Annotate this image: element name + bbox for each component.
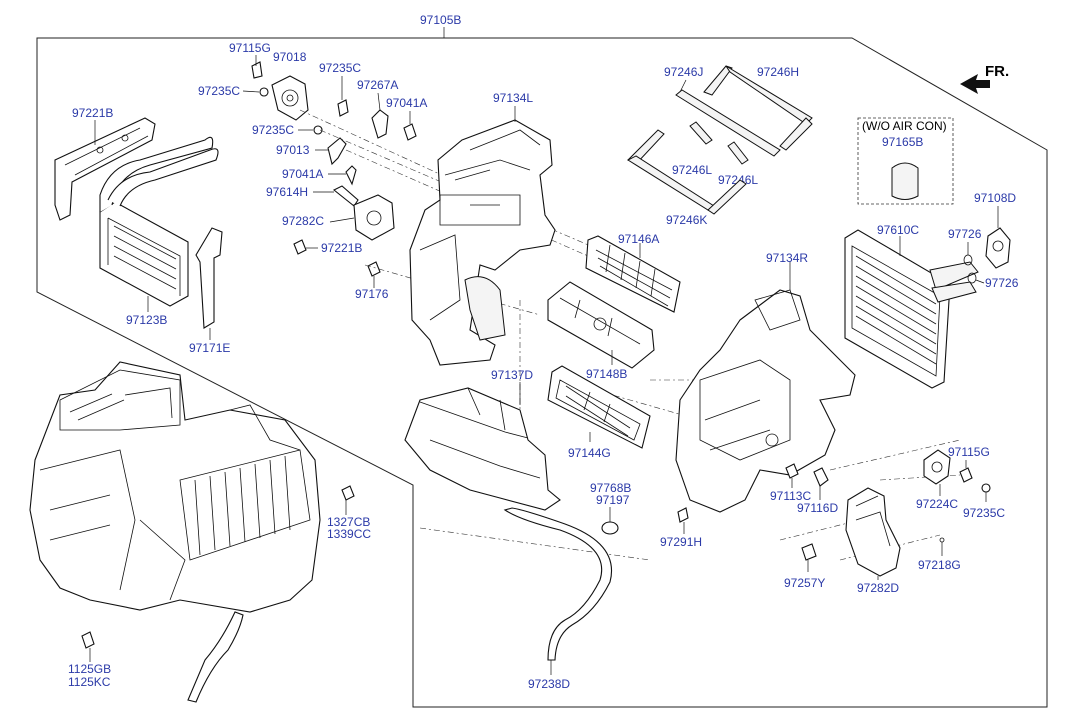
label-97041A-2: 97041A bbox=[282, 167, 323, 181]
oring-97726-2 bbox=[967, 272, 977, 284]
actuator-cover-97282D bbox=[845, 487, 901, 577]
pipe-bracket-97171E bbox=[195, 227, 223, 329]
drain-hose-97238D bbox=[503, 507, 612, 661]
label-97610C: 97610C bbox=[877, 223, 919, 237]
front-direction-arrow-icon bbox=[960, 74, 990, 94]
sensor-97614H bbox=[332, 185, 359, 207]
label-97116D: 97116D bbox=[797, 501, 838, 515]
pin-97218G bbox=[939, 537, 945, 543]
screw-97115G bbox=[251, 61, 263, 79]
no-aircon-box bbox=[857, 117, 954, 205]
heater-pipe-bracket-97221B bbox=[54, 117, 156, 221]
front-direction-label: FR. bbox=[985, 63, 1009, 80]
label-97221B-top: 97221B bbox=[72, 106, 113, 120]
label-97041A-1: 97041A bbox=[386, 96, 427, 110]
label-97221B-2: 97221B bbox=[321, 241, 362, 255]
label-97218G: 97218G bbox=[918, 558, 961, 572]
label-97105B: 97105B bbox=[420, 13, 461, 27]
label-97171E: 97171E bbox=[189, 341, 230, 355]
label-97148B: 97148B bbox=[586, 367, 627, 381]
label-97013: 97013 bbox=[276, 143, 310, 157]
label-97018: 97018 bbox=[273, 50, 307, 64]
label-97246K: 97246K bbox=[666, 213, 707, 227]
label-97176: 97176 bbox=[355, 287, 389, 301]
label-97235C-right: 97235C bbox=[963, 506, 1005, 520]
actuator-97224C bbox=[923, 449, 951, 485]
label-97146A: 97146A bbox=[618, 232, 659, 246]
screw-97221B bbox=[293, 239, 307, 255]
label-97726-2: 97726 bbox=[985, 276, 1019, 290]
label-97768B: 97768B bbox=[590, 481, 631, 495]
plug-97165B bbox=[891, 162, 919, 200]
filter-97144G bbox=[547, 365, 651, 449]
label-97137D: 97137D bbox=[491, 368, 533, 382]
label-97246H: 97246H bbox=[757, 65, 799, 79]
bolt-1125GB bbox=[81, 631, 95, 649]
label-1125GB: 1125GB bbox=[68, 662, 111, 676]
screw-97257Y bbox=[801, 543, 817, 561]
label-97726-1: 97726 bbox=[948, 227, 982, 241]
sensor-97116D bbox=[813, 467, 829, 487]
clip-97235C-3 bbox=[313, 125, 323, 135]
gasket-97108D bbox=[985, 227, 1011, 269]
label-97115G-right: 97115G bbox=[948, 445, 990, 459]
label-97282C: 97282C bbox=[282, 214, 324, 228]
heater-core-97123B bbox=[99, 136, 219, 307]
filter-seals-97246L bbox=[689, 121, 749, 165]
label-1339CC: 1339CC bbox=[327, 527, 371, 541]
label-97235C-2: 97235C bbox=[319, 61, 361, 75]
screw-97115G-right bbox=[959, 467, 973, 483]
arm-97013 bbox=[327, 137, 347, 166]
clip-97235C-2 bbox=[337, 99, 349, 117]
lever-97267A bbox=[371, 109, 389, 139]
label-97267A: 97267A bbox=[357, 78, 398, 92]
label-97108D: 97108D bbox=[974, 191, 1016, 205]
clip-97235C-right bbox=[981, 483, 991, 493]
clip-97235C-1 bbox=[259, 87, 269, 97]
clip-97291H bbox=[677, 507, 689, 523]
label-1125KC: 1125KC bbox=[68, 675, 111, 689]
label-97246L-2: 97246L bbox=[718, 173, 758, 187]
case-left-97134L bbox=[409, 119, 556, 366]
filter-97146A bbox=[585, 235, 681, 313]
label-97282D: 97282D bbox=[857, 581, 899, 595]
actuator-97282C bbox=[353, 194, 395, 241]
label-97235C-3: 97235C bbox=[252, 123, 294, 137]
label-97113C: 97113C bbox=[770, 489, 811, 503]
label-97224C: 97224C bbox=[916, 497, 958, 511]
sensor-97113C bbox=[785, 463, 799, 479]
rod-97041A-1 bbox=[403, 123, 417, 141]
label-97614H: 97614H bbox=[266, 185, 308, 199]
evaporator-97610C bbox=[844, 229, 979, 389]
label-97115G-top: 97115G bbox=[229, 41, 271, 55]
filter-seal-97246K bbox=[626, 129, 747, 215]
label-97134L: 97134L bbox=[493, 91, 533, 105]
label-97246L-1: 97246L bbox=[672, 163, 712, 177]
label-97165B: 97165B bbox=[882, 135, 923, 149]
assembled-hvac-unit bbox=[29, 361, 321, 613]
case-right-97134R bbox=[675, 289, 856, 513]
label-97134R: 97134R bbox=[766, 251, 808, 265]
clip-97176 bbox=[367, 261, 381, 277]
label-97257Y: 97257Y bbox=[784, 576, 825, 590]
nut-1327CB bbox=[341, 485, 355, 501]
drain-tube bbox=[187, 611, 244, 703]
label-97291H: 97291H bbox=[660, 535, 702, 549]
assembly-frame bbox=[36, 37, 1048, 708]
label-97235C-1: 97235C bbox=[198, 84, 240, 98]
lower-case-97137D bbox=[404, 387, 561, 511]
rod-97041A-2 bbox=[345, 165, 357, 186]
label-97144G: 97144G bbox=[568, 446, 611, 460]
label-97197: 97197 bbox=[596, 493, 630, 507]
label-1327CB: 1327CB bbox=[327, 515, 370, 529]
actuator-cover-97018 bbox=[271, 75, 309, 121]
grommet-97197 bbox=[601, 521, 619, 535]
label-97123B: 97123B bbox=[126, 313, 167, 327]
filter-seal-97246H bbox=[703, 65, 813, 151]
no-aircon-caption: (W/O AIR CON) bbox=[862, 119, 947, 133]
label-97246J: 97246J bbox=[664, 65, 703, 79]
label-97238D: 97238D bbox=[528, 677, 570, 691]
door-97148B bbox=[547, 281, 655, 369]
